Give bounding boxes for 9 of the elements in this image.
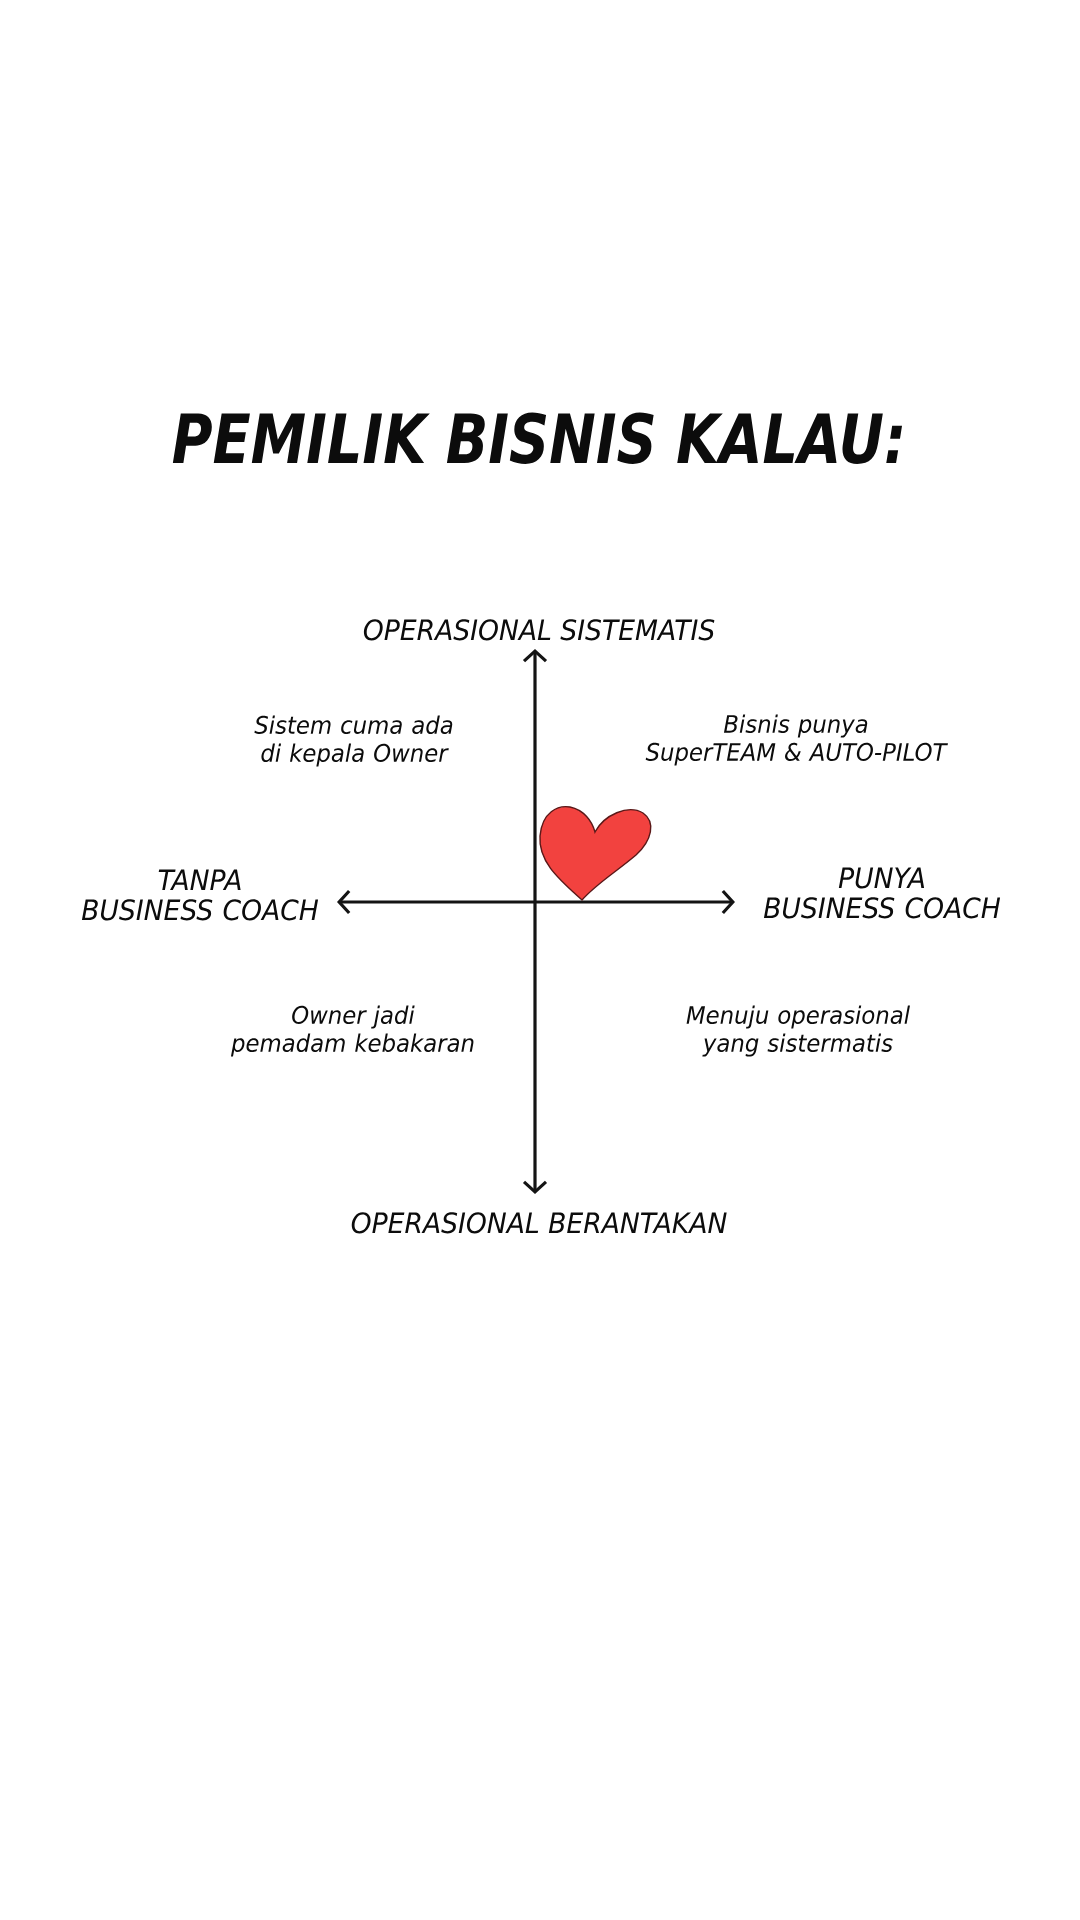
axis-label: TANPA BUSINESS COACH	[81, 869, 319, 921]
quadrant-label: Sistem cuma ada di kepala Owner	[254, 715, 453, 767]
quadrant-label: Menuju operasional yang sistermatis	[686, 1005, 910, 1057]
quadrant-label: Bisnis punya SuperTEAM & AUTO-PILOT	[645, 714, 948, 766]
title: PEMILIK BISNIS KALAU:	[172, 412, 902, 464]
axis-label: PUNYA BUSINESS COACH	[763, 867, 1001, 919]
quadrant-label: Owner jadi pemadam kebakaran	[230, 1005, 474, 1057]
axis-label: OPERASIONAL SISTEMATIS	[363, 619, 715, 641]
axis-label: OPERASIONAL BERANTAKAN	[351, 1212, 727, 1234]
